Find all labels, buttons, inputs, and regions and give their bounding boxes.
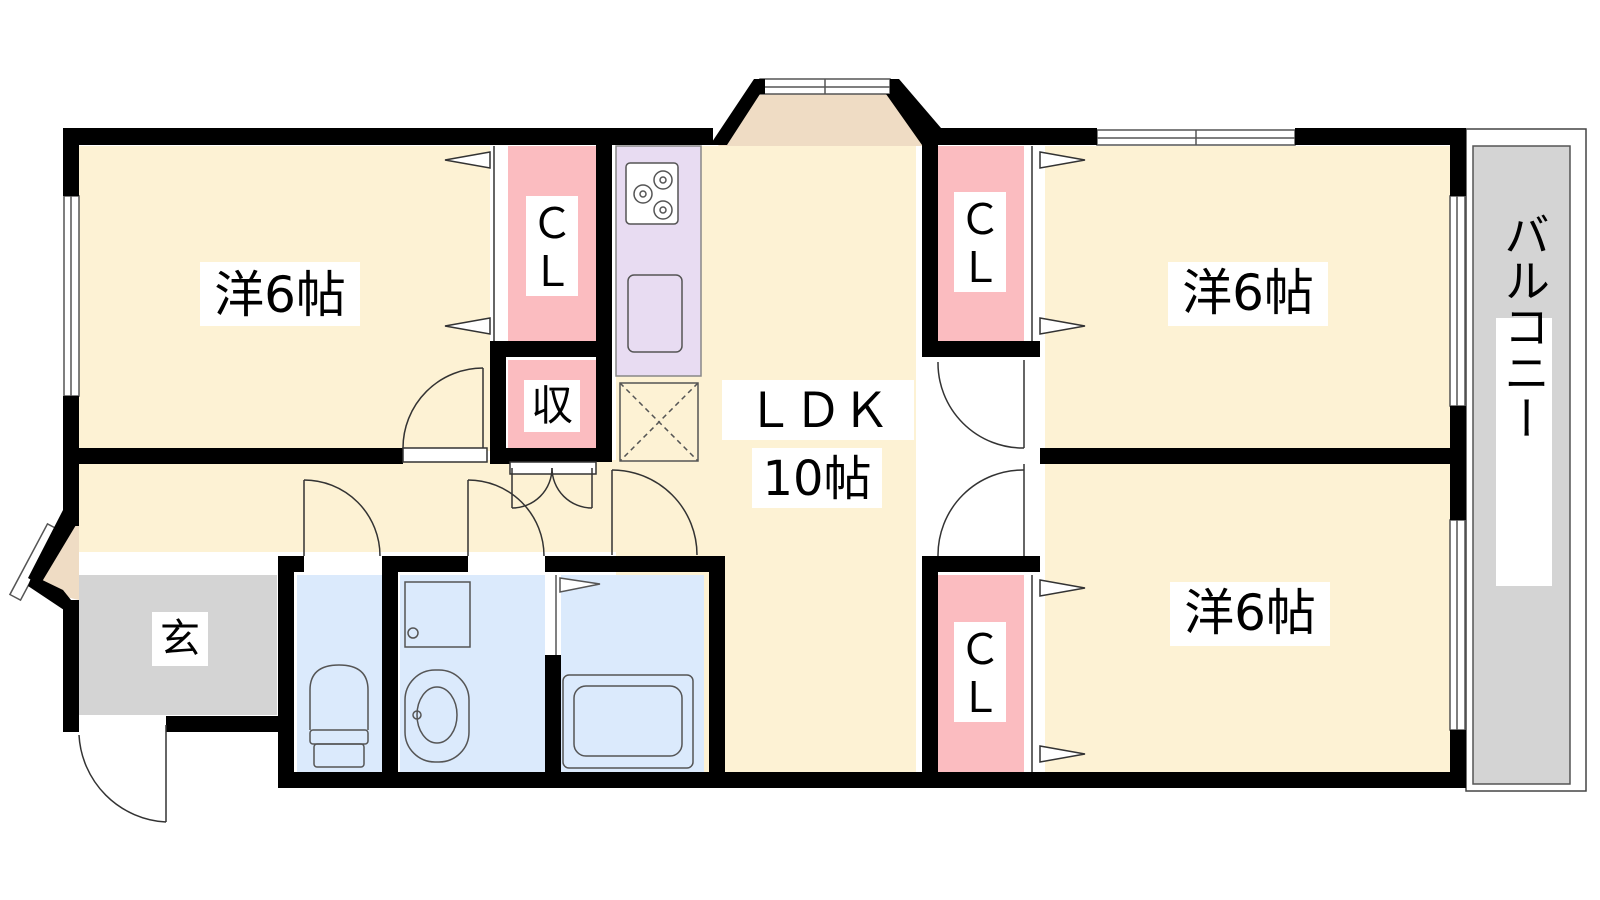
door-closet-right-top [1031,146,1086,341]
bathtub-icon [562,674,694,769]
label-storage: 収 [531,381,573,430]
floor-fills [35,92,1587,792]
label-closet-right-top-1: Ｃ [959,195,1001,244]
label-closet-left-2: Ｌ [531,247,573,296]
door-western-left [402,367,488,463]
refrigerator-space-icon [619,382,699,462]
label-closet-left-1: Ｃ [531,199,573,248]
door-closet-right-bottom [1031,575,1086,772]
label-western-left: 洋6帖 [214,266,346,324]
label-western-right-top: 洋6帖 [1182,264,1314,322]
label-closet-right-bottom-1: Ｃ [959,625,1001,674]
washing-machine-line [555,575,601,660]
label-entrance: 玄 [160,616,200,662]
label-closet-right-top-2: Ｌ [959,243,1001,292]
door-closet-left [444,146,495,341]
door-entrance [78,725,167,823]
corridor [79,460,709,552]
door-western-right-bottom [937,464,1025,557]
door-ldk-hall [611,469,698,556]
labels: 洋6帖 Ｃ Ｌ 収 ＬＤＫ 10帖 Ｃ Ｌ 洋6帖 Ｃ Ｌ 洋6帖 玄 バルコニ… [152,192,1552,722]
entrance-bay [35,525,79,600]
room-washroom[interactable] [400,575,545,772]
door-western-right-top [937,360,1025,449]
label-ldk-1: ＬＤＫ [746,383,890,439]
label-balcony: バルコニー [1497,211,1551,441]
walls [28,79,1466,788]
bay-window-area [718,92,930,146]
kitchen-sink-icon [627,274,683,353]
label-closet-right-bottom-2: Ｌ [959,673,1001,722]
wash-basin-icon [404,581,471,763]
door-toilet [303,479,381,557]
label-western-right-bottom: 洋6帖 [1184,584,1316,642]
fixtures [309,162,699,769]
room-bathroom[interactable] [561,575,704,772]
stove-icon [625,162,679,225]
label-ldk-2: 10帖 [762,451,871,507]
doors [78,146,1086,823]
door-storage [509,461,597,509]
door-washroom [467,479,545,557]
toilet-icon [309,664,369,768]
